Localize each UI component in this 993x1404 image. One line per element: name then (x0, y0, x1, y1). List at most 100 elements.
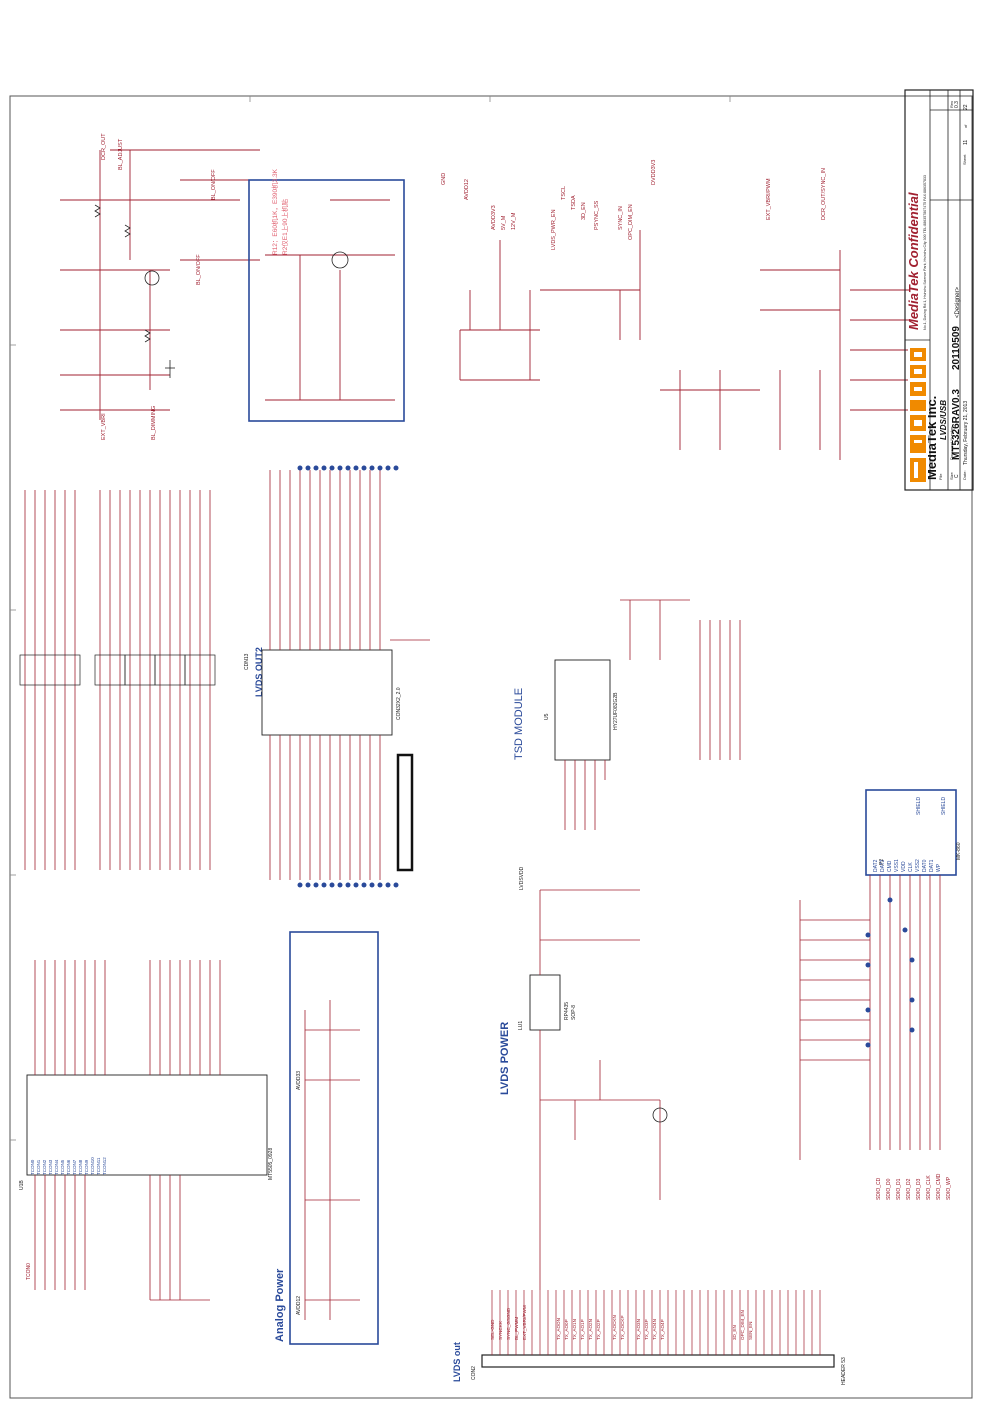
analog-power-wiring (304, 1000, 360, 1320)
test-points-top (297, 465, 399, 471)
net-avdd3v3: AVDD3V3 (491, 205, 497, 230)
con2-net-13: TX_AO3N (636, 1319, 641, 1340)
backlight-parts (94, 204, 175, 378)
tcon0-net: TCON0 (26, 1263, 32, 1280)
sdio-cmd: SDIO_CMD (936, 1173, 942, 1200)
con2-net-2: SYNC_GSGND (506, 1307, 511, 1340)
tcon-10: TCON10 (90, 1157, 95, 1175)
lvds-out2-black-box (396, 753, 414, 872)
sdio-d0: SDIO_D0 (886, 1178, 892, 1200)
cdn13-connector (261, 649, 393, 736)
sheet-of: of (963, 124, 968, 128)
rnp-lines (24, 490, 211, 870)
tcon-8: TCON8 (78, 1159, 83, 1175)
sheet-number: 11 (963, 140, 969, 145)
lu1-label: LU1 (518, 1021, 524, 1030)
net-ext-vbri: EXT_VBRI (101, 413, 107, 440)
lvds-power-wiring (539, 889, 661, 1290)
tcon-7: TCON7 (72, 1159, 77, 1175)
net-dcr-out-sync: DCR_OUT/SYNC_IN (821, 168, 827, 220)
p2-label: P2 (879, 859, 885, 865)
rev-label: Rev (949, 101, 954, 108)
mediatek-logo (908, 345, 928, 485)
sheet-total: 22 (963, 104, 969, 110)
net-tscl: TSCL (561, 186, 567, 200)
con32-label: CON32X2_2.0 (396, 687, 402, 720)
sdio-d2: SDIO_D2 (906, 1178, 912, 1200)
net-bl-onoff-2: BL_ON/OFF (196, 254, 202, 285)
con2-header (481, 1354, 835, 1368)
p2-pin-dat0: DAT0 (922, 859, 928, 872)
backlight-circuit (60, 149, 260, 420)
net-opc-dim-en: OPC_DIM_EN (628, 204, 634, 240)
con2-net-3: BL_PWMM (514, 1317, 519, 1340)
con2-net-15: TX_AO4N (652, 1319, 657, 1340)
u5-part: HY27UF082G2B (613, 692, 619, 730)
size-label: Size (949, 471, 954, 480)
sdio-test-points (865, 897, 915, 1048)
u1b-label: U1B (19, 1180, 25, 1190)
con2-net-18: OPC_DIM_EN (740, 1310, 745, 1340)
date-label: Date: (962, 470, 967, 480)
p2-pin-vss1: VSS1 (894, 859, 900, 872)
confidential-label: MediaTek Confidential (906, 192, 921, 330)
rnp-packages (19, 654, 216, 686)
con2-net-17: 3D_EN (732, 1325, 737, 1340)
tcon-9: TCON9 (84, 1159, 89, 1175)
p2-pin-clk: CLK (908, 862, 914, 872)
con2-pin-lines (491, 1290, 821, 1355)
designer: <Designer> (955, 286, 961, 318)
analog-power-box (289, 931, 379, 1345)
net-5v-m: 5V_M (501, 215, 507, 230)
con2-net-1: SYNCKK (498, 1320, 503, 1340)
bl-note-1: R12：E60机1K，E390机3.3K (270, 168, 279, 255)
sheet-border (9, 95, 973, 1399)
lu1-mosfet (529, 974, 561, 1031)
tcon-6: TCON6 (66, 1159, 71, 1175)
title-block-frame (904, 89, 974, 491)
net-bl-onoff-1: BL_ON/OFF (211, 169, 217, 200)
bl-note-wiring (265, 199, 395, 401)
lvds-out-title: LVDS out (452, 1342, 462, 1382)
test-points-bottom (297, 882, 399, 888)
analog-power-labels: AVDD12 AVDD33 (296, 1071, 302, 1315)
u5-label: U5 (544, 713, 550, 720)
p2-pin-dat3: DAT3 (880, 859, 886, 872)
con2-net-4: EXT_VBRI/PWM (522, 1305, 527, 1340)
sheet-title: LVDS/USB (939, 400, 948, 440)
tcon-0: TCON0 (30, 1159, 35, 1175)
sdio-wp: SDIO_WP (946, 1176, 952, 1200)
sdio-cd: SDIO_CD (876, 1177, 882, 1200)
q2-transistor (331, 251, 349, 269)
con2-net-10: TX_AO2P (596, 1319, 601, 1340)
net-tsda: TSDA (571, 195, 577, 210)
net-avdd12: AVDD12 (464, 179, 470, 200)
net-12v-m: 12V_M (511, 212, 517, 230)
zone-ticks (10, 96, 731, 1141)
cdn13-label: CDN13 (244, 653, 250, 670)
p2-pin-dat2: DAT2 (873, 859, 879, 872)
net-gnd: GND (441, 173, 447, 185)
u1b-part: MT5505_0928 (268, 1148, 274, 1180)
tcon-12: TCON12 (102, 1157, 107, 1175)
p2-part: MK-860 (956, 842, 962, 860)
con2-net-8: TX_AO1P (580, 1319, 585, 1340)
p2-pin-cmd: CMD (887, 860, 893, 872)
sheet-label: Sheet (962, 154, 967, 165)
p2-pin-shield-2: SHIELD (941, 797, 947, 815)
top-net-labels: DCR_OUT BL_ADJUST BL_ON/OFF EXT_VBRI BL_… (101, 133, 827, 440)
date-value: Thursday, February 21, 2013 (963, 401, 969, 465)
bl-note-box (248, 179, 405, 422)
header-label: HEADER 53 (841, 1357, 847, 1385)
con2-net-5: TX_AOON (556, 1318, 561, 1340)
tsd-module-title: TSD MODULE (513, 688, 525, 760)
lu1-value: RP4435 (564, 1002, 570, 1020)
q41-transistor (652, 1107, 668, 1123)
con2-net-14: TX_AO3P (644, 1319, 649, 1340)
p2-pin-vdd: VDD (901, 861, 907, 872)
con2-net-0: SEL-GND (490, 1319, 495, 1340)
avdd33-label: AVDD33 (296, 1071, 302, 1090)
avdd12-label: AVDD12 (296, 1296, 302, 1315)
bl-note-2: R2仅E1上90上机贴 (280, 199, 289, 255)
sdio-nets: SDIO_CD SDIO_D0 SDIO_D1 SDIO_D2 SDIO_D3 … (876, 1173, 952, 1200)
